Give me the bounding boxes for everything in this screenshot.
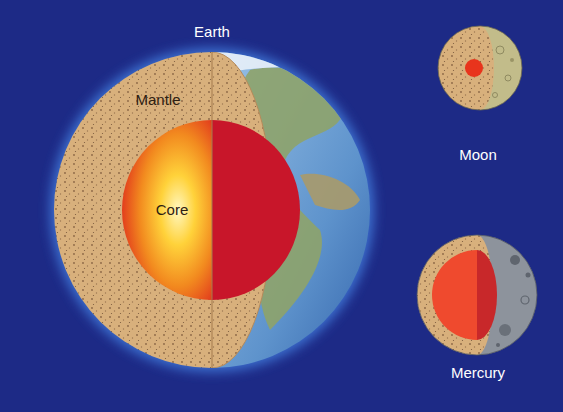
planet-name: Mercury	[451, 365, 505, 382]
planet-name: Earth	[194, 24, 230, 41]
layer-label: Mantle	[135, 92, 180, 109]
layer-label: Core	[156, 202, 189, 219]
planet-name: Moon	[459, 147, 497, 164]
